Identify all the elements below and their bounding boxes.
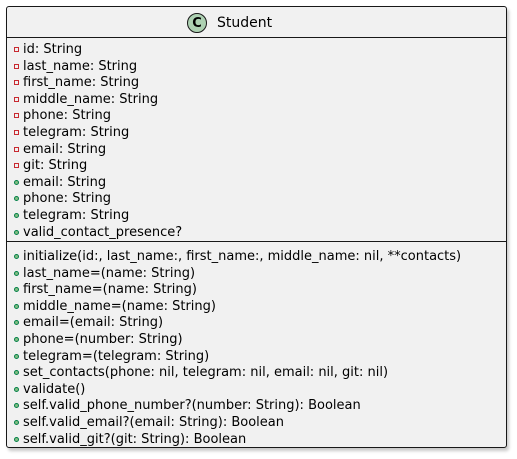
method-row: middle_name=(name: String) bbox=[7, 299, 506, 316]
private-visibility-icon bbox=[14, 47, 19, 52]
method-row: last_name=(name: String) bbox=[7, 266, 506, 283]
public-visibility-icon bbox=[14, 386, 19, 392]
attribute-row: first_name: String bbox=[7, 75, 506, 92]
public-visibility-icon bbox=[14, 353, 19, 359]
method-row: initialize(id:, last_name:, first_name:,… bbox=[7, 249, 506, 266]
attribute-row: email: String bbox=[7, 142, 506, 159]
attribute-text: phone: String bbox=[23, 191, 111, 207]
private-visibility-icon bbox=[14, 163, 19, 169]
attribute-row: middle_name: String bbox=[7, 92, 506, 109]
class-name: Student bbox=[217, 15, 273, 31]
method-text: validate() bbox=[23, 381, 86, 397]
attribute-text: last_name: String bbox=[23, 58, 138, 74]
class-stereotype-icon: C bbox=[187, 13, 207, 33]
public-visibility-icon bbox=[14, 270, 19, 276]
public-visibility-icon bbox=[14, 179, 19, 185]
methods-section: initialize(id:, last_name:, first_name:,… bbox=[7, 242, 506, 448]
method-row: self.valid_email?(email: String): Boolea… bbox=[7, 415, 506, 432]
attribute-row: id: String bbox=[7, 42, 506, 59]
method-text: telegram=(telegram: String) bbox=[23, 348, 210, 364]
public-visibility-icon bbox=[14, 436, 19, 442]
public-visibility-icon bbox=[14, 212, 19, 218]
method-text: self.valid_git?(git: String): Boolean bbox=[23, 431, 247, 447]
attribute-text: middle_name: String bbox=[23, 91, 159, 107]
private-visibility-icon bbox=[14, 96, 19, 102]
attribute-text: valid_contact_presence? bbox=[23, 224, 183, 240]
attribute-row: valid_contact_presence? bbox=[7, 225, 506, 242]
method-text: middle_name=(name: String) bbox=[23, 298, 216, 314]
attribute-row: telegram: String bbox=[7, 208, 506, 225]
attribute-text: telegram: String bbox=[23, 124, 130, 140]
private-visibility-icon bbox=[14, 129, 19, 135]
attribute-row: last_name: String bbox=[7, 59, 506, 76]
attribute-text: first_name: String bbox=[23, 75, 140, 91]
method-row: validate() bbox=[7, 382, 506, 399]
public-visibility-icon bbox=[14, 196, 19, 202]
public-visibility-icon bbox=[14, 287, 19, 293]
public-visibility-icon bbox=[14, 336, 19, 342]
method-text: last_name=(name: String) bbox=[23, 265, 196, 281]
private-visibility-icon bbox=[14, 63, 19, 69]
method-row: set_contacts(phone: nil, telegram: nil, … bbox=[7, 365, 506, 382]
public-visibility-icon bbox=[14, 403, 19, 409]
attribute-text: phone: String bbox=[23, 108, 111, 124]
attribute-text: email: String bbox=[23, 141, 107, 157]
attribute-text: email: String bbox=[23, 174, 107, 190]
method-row: self.valid_phone_number?(number: String)… bbox=[7, 398, 506, 415]
attribute-text: telegram: String bbox=[23, 207, 130, 223]
public-visibility-icon bbox=[14, 419, 19, 425]
attribute-row: phone: String bbox=[7, 108, 506, 125]
public-visibility-icon bbox=[14, 303, 19, 309]
class-header: C Student bbox=[7, 7, 506, 38]
method-row: phone=(number: String) bbox=[7, 332, 506, 349]
attribute-row: git: String bbox=[7, 158, 506, 175]
attributes-section: id: String last_name: String first_name:… bbox=[7, 38, 506, 242]
method-row: first_name=(name: String) bbox=[7, 282, 506, 299]
attribute-row: phone: String bbox=[7, 191, 506, 208]
method-text: set_contacts(phone: nil, telegram: nil, … bbox=[23, 365, 389, 381]
private-visibility-icon bbox=[14, 80, 19, 86]
method-text: self.valid_phone_number?(number: String)… bbox=[23, 398, 361, 414]
method-text: phone=(number: String) bbox=[23, 331, 183, 347]
class-student: C Student id: String last_name: String f… bbox=[6, 6, 507, 448]
attribute-row: email: String bbox=[7, 175, 506, 192]
private-visibility-icon bbox=[14, 146, 19, 152]
method-text: self.valid_email?(email: String): Boolea… bbox=[23, 414, 284, 430]
method-row: self.valid_git?(git: String): Boolean bbox=[7, 432, 506, 449]
method-text: initialize(id:, last_name:, first_name:,… bbox=[23, 249, 462, 264]
class-stereotype-letter: C bbox=[192, 15, 202, 31]
private-visibility-icon bbox=[14, 113, 19, 119]
public-visibility-icon bbox=[14, 229, 19, 235]
attribute-text: id: String bbox=[23, 42, 83, 57]
method-text: first_name=(name: String) bbox=[23, 282, 197, 298]
public-visibility-icon bbox=[14, 254, 19, 259]
attribute-row: telegram: String bbox=[7, 125, 506, 142]
public-visibility-icon bbox=[14, 320, 19, 326]
public-visibility-icon bbox=[14, 370, 19, 376]
method-row: telegram=(telegram: String) bbox=[7, 349, 506, 366]
method-row: email=(email: String) bbox=[7, 315, 506, 332]
attribute-text: git: String bbox=[23, 158, 88, 174]
method-text: email=(email: String) bbox=[23, 315, 164, 331]
